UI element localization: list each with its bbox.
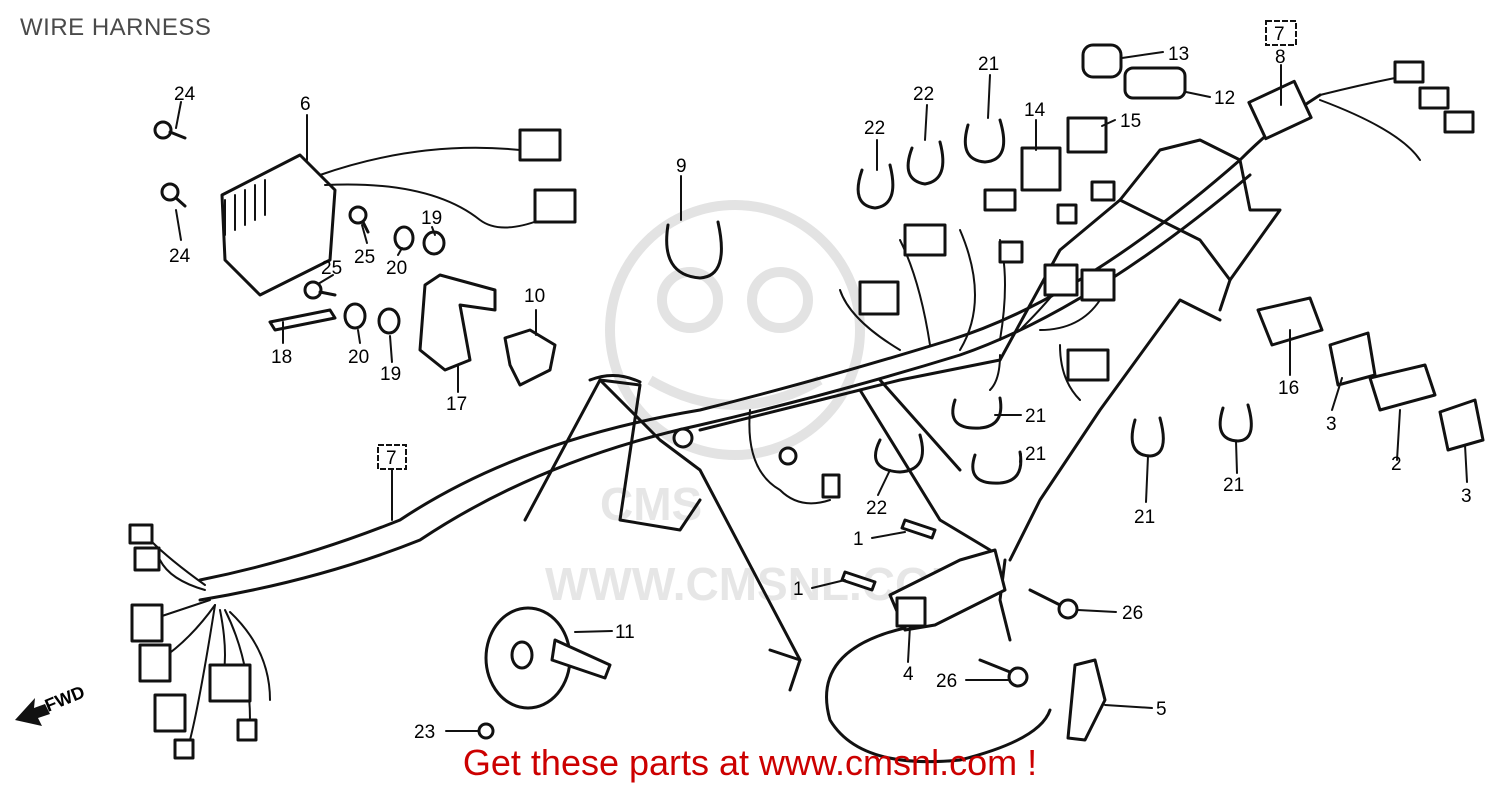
callout-10: 10 — [524, 286, 545, 307]
callout-4: 4 — [903, 664, 914, 685]
front-connectors — [128, 523, 258, 760]
callout-22: 22 — [913, 84, 934, 105]
ground-wire — [672, 409, 841, 505]
callout-18: 18 — [271, 347, 292, 368]
callout-5: 5 — [1156, 699, 1167, 720]
callout-9: 9 — [676, 156, 687, 177]
callout-21: 21 — [1025, 406, 1046, 427]
callout-25: 25 — [321, 258, 342, 279]
callout-14: 14 — [1024, 100, 1046, 121]
callout-13: 13 — [1168, 44, 1189, 65]
horn — [484, 606, 612, 710]
callout-21: 21 — [1134, 507, 1155, 528]
callout-3: 3 — [1326, 414, 1337, 435]
regulator-rectifier — [220, 128, 577, 297]
callout-21: 21 — [978, 54, 999, 75]
callout-1: 1 — [793, 579, 804, 600]
callout-1: 1 — [853, 529, 864, 550]
callout-26: 26 — [936, 671, 957, 692]
ignition-coil — [825, 548, 1107, 764]
callout-2: 2 — [1391, 454, 1402, 475]
callout-7: 7 — [386, 448, 397, 469]
callout-7: 7 — [1274, 24, 1285, 45]
fasteners — [153, 120, 1079, 740]
callout-24: 24 — [169, 246, 191, 267]
callout-16: 16 — [1278, 378, 1299, 399]
callout-22: 22 — [866, 498, 887, 519]
fwd-label: FWD — [42, 682, 87, 716]
harness-clamps — [665, 118, 1253, 485]
callout-25: 25 — [354, 247, 375, 268]
frame — [523, 138, 1282, 692]
leader-lines — [175, 51, 1468, 732]
callout-21: 21 — [1025, 444, 1046, 465]
callout-11: 11 — [615, 622, 635, 643]
callout-3: 3 — [1461, 486, 1472, 507]
callout-19: 19 — [380, 364, 401, 385]
page-title: WIRE HARNESS — [20, 14, 212, 41]
upper-connectors — [858, 43, 1475, 382]
callout-24: 24 — [174, 84, 196, 105]
callout-23: 23 — [414, 722, 435, 743]
callout-20: 20 — [348, 347, 369, 368]
callout-21: 21 — [1223, 475, 1244, 496]
callout-19: 19 — [421, 208, 442, 229]
callout-20: 20 — [386, 258, 407, 279]
callout-26: 26 — [1122, 603, 1143, 624]
relays — [1256, 296, 1485, 452]
callout-17: 17 — [446, 394, 467, 415]
callout-8: 8 — [1275, 47, 1286, 68]
callout-labels: 24 24 6 25 25 19 20 18 20 19 17 10 9 7 2… — [169, 24, 1472, 743]
fwd-arrow: FWD — [15, 682, 87, 726]
callout-15: 15 — [1120, 111, 1141, 132]
callout-6: 6 — [300, 94, 311, 115]
callout-22: 22 — [864, 118, 885, 139]
callout-12: 12 — [1214, 88, 1235, 109]
footer-link[interactable]: Get these parts at www.cmsnl.com ! — [462, 742, 1038, 783]
